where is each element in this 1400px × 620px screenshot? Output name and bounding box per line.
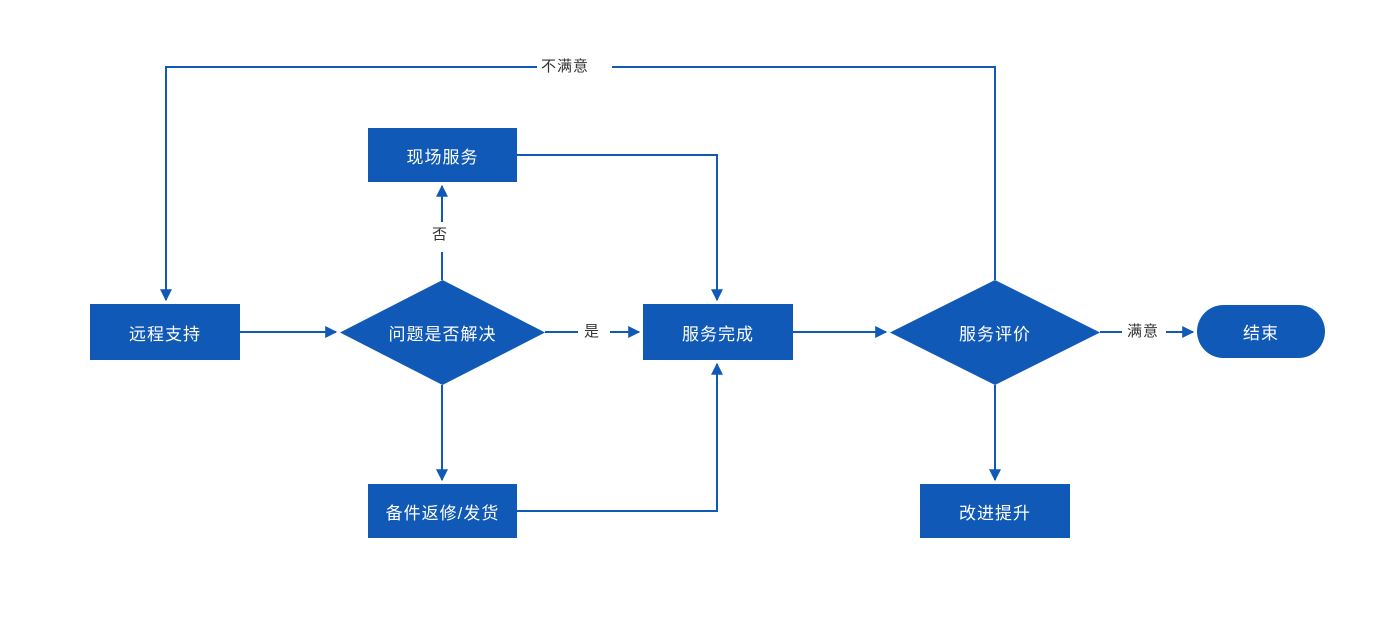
edge-label-not-satisfied: 不满意: [537, 58, 594, 76]
node-label: 结束: [1243, 324, 1279, 343]
node-end[interactable]: 结束: [1197, 305, 1325, 358]
edge-feedback-to-remote-support: [160, 66, 996, 302]
node-service-rating[interactable]: 服务评价: [890, 280, 1100, 385]
edge-label-yes: 是: [580, 323, 605, 341]
edge-label-no: 否: [428, 226, 453, 244]
node-parts-repair[interactable]: 备件返修/发货: [368, 484, 517, 538]
node-issue-resolved[interactable]: 问题是否解决: [340, 280, 545, 385]
edge-parts-to-done: [517, 362, 723, 512]
node-remote-support[interactable]: 远程支持: [90, 304, 240, 360]
node-label: 现场服务: [406, 147, 479, 167]
node-label: 服务完成: [682, 324, 754, 344]
node-label: 备件返修/发货: [385, 503, 500, 523]
node-label: 问题是否解决: [388, 325, 497, 344]
node-service-done[interactable]: 服务完成: [643, 304, 793, 360]
node-label: 远程支持: [129, 324, 201, 344]
node-label: 服务评价: [959, 325, 1031, 344]
node-label: 改进提升: [959, 503, 1031, 523]
edge-label-satisfied: 满意: [1123, 323, 1164, 341]
node-improvement[interactable]: 改进提升: [920, 484, 1070, 538]
edge-onsite-to-done: [517, 154, 723, 302]
node-onsite-service[interactable]: 现场服务: [368, 128, 517, 182]
